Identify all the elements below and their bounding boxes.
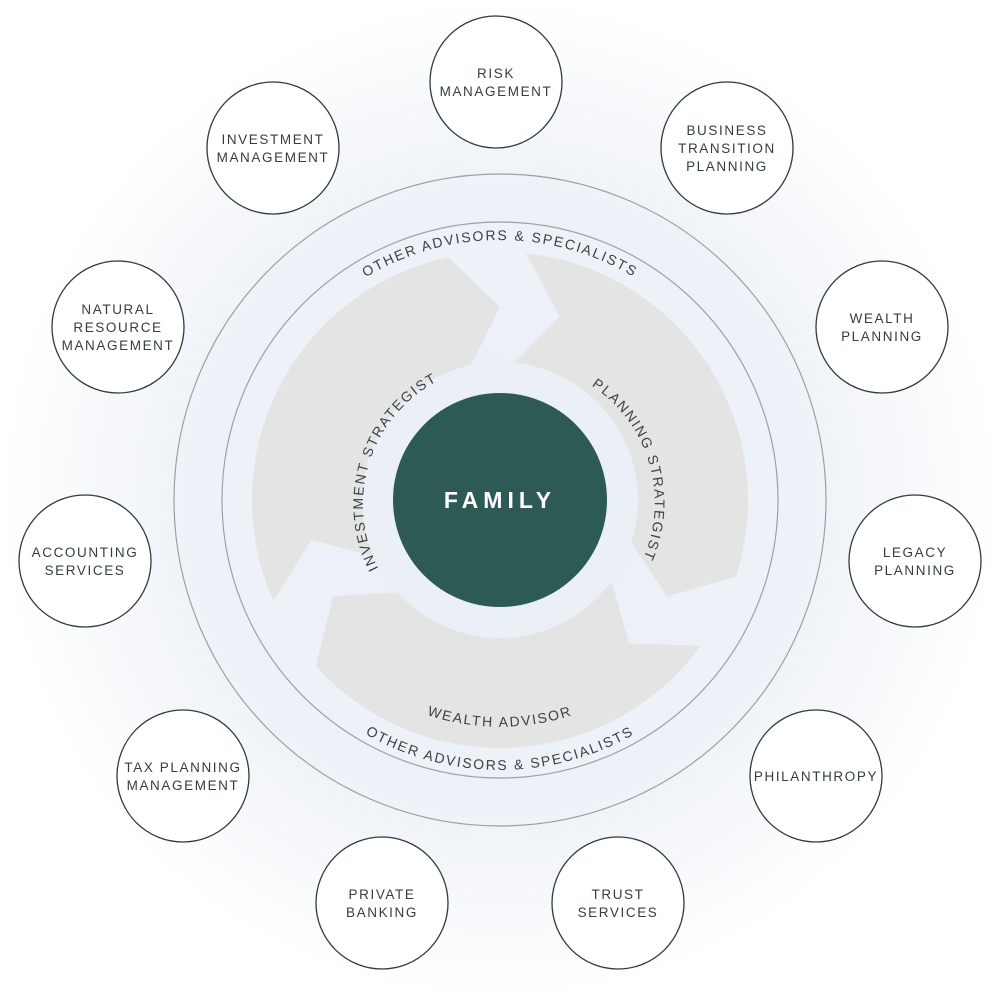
service-label-line: PLANNING [841,329,923,344]
service-label-line: TAX PLANNING [124,760,241,775]
service-trust-services[interactable]: TRUST SERVICES [551,836,685,970]
service-label-line: NATURAL [81,302,154,317]
service-label-line: BUSINESS [686,123,767,138]
service-label-line: MANAGEMENT [62,338,175,353]
service-label-line: PRIVATE [349,887,416,902]
inner-ring [221,221,779,779]
service-circle[interactable] [429,15,563,149]
strategist-segments [251,253,749,748]
service-circle[interactable] [815,260,949,394]
service-label-line: MANAGEMENT [127,778,240,793]
service-label-line: MANAGEMENT [440,84,553,99]
service-circle[interactable] [51,260,185,394]
service-label-line: TRUST [592,887,645,902]
service-tax-planning-management[interactable]: TAX PLANNING MANAGEMENT [116,709,250,843]
family-center[interactable] [393,393,607,607]
service-label-line: RESOURCE [73,320,162,335]
service-label-line: RISK [477,66,515,81]
service-label-line: SERVICES [45,563,126,578]
service-label-line: PLANNING [686,159,768,174]
service-philanthropy[interactable]: PHILANTHROPY [749,709,883,843]
service-label-line: BANKING [346,905,418,920]
segment-planning-strategist [514,253,749,597]
service-label-line: LEGACY [883,545,947,560]
service-investment-management[interactable]: INVESTMENT MANAGEMENT [206,81,340,215]
service-circle[interactable] [18,494,152,628]
service-legacy-planning[interactable]: LEGACY PLANNING [848,494,982,628]
service-private-banking[interactable]: PRIVATE BANKING [315,836,449,970]
service-circle[interactable] [749,709,883,843]
service-business-transition-planning[interactable]: BUSINESS TRANSITION PLANNING [660,81,794,215]
service-label-line: TRANSITION [678,141,776,156]
service-label-line: PLANNING [874,563,956,578]
service-label-line: MANAGEMENT [217,150,330,165]
service-natural-resource-management[interactable]: NATURAL RESOURCE MANAGEMENT [51,260,185,394]
segment-wealth-advisor [315,581,701,748]
service-circle[interactable] [116,709,250,843]
service-circle[interactable] [660,81,794,215]
service-wealth-planning[interactable]: WEALTH PLANNING [815,260,949,394]
service-label-line: PHILANTHROPY [754,769,878,784]
outer-ring [173,173,827,827]
family-label: FAMILY [444,487,556,513]
service-circles: RISK MANAGEMENT BUSINESS TRANSITION PLANNING… [18,15,982,970]
service-risk-management[interactable]: RISK MANAGEMENT [429,15,563,149]
service-circle[interactable] [848,494,982,628]
service-accounting-services[interactable]: ACCOUNTING SERVICES [18,494,152,628]
service-label-line: INVESTMENT [221,132,324,147]
segment-investment-strategist [251,257,500,601]
service-label-line: SERVICES [578,905,659,920]
service-label-line: WEALTH [850,311,915,326]
service-circle[interactable] [206,81,340,215]
service-label-line: ACCOUNTING [32,545,139,560]
service-circle[interactable] [551,836,685,970]
service-circle[interactable] [315,836,449,970]
